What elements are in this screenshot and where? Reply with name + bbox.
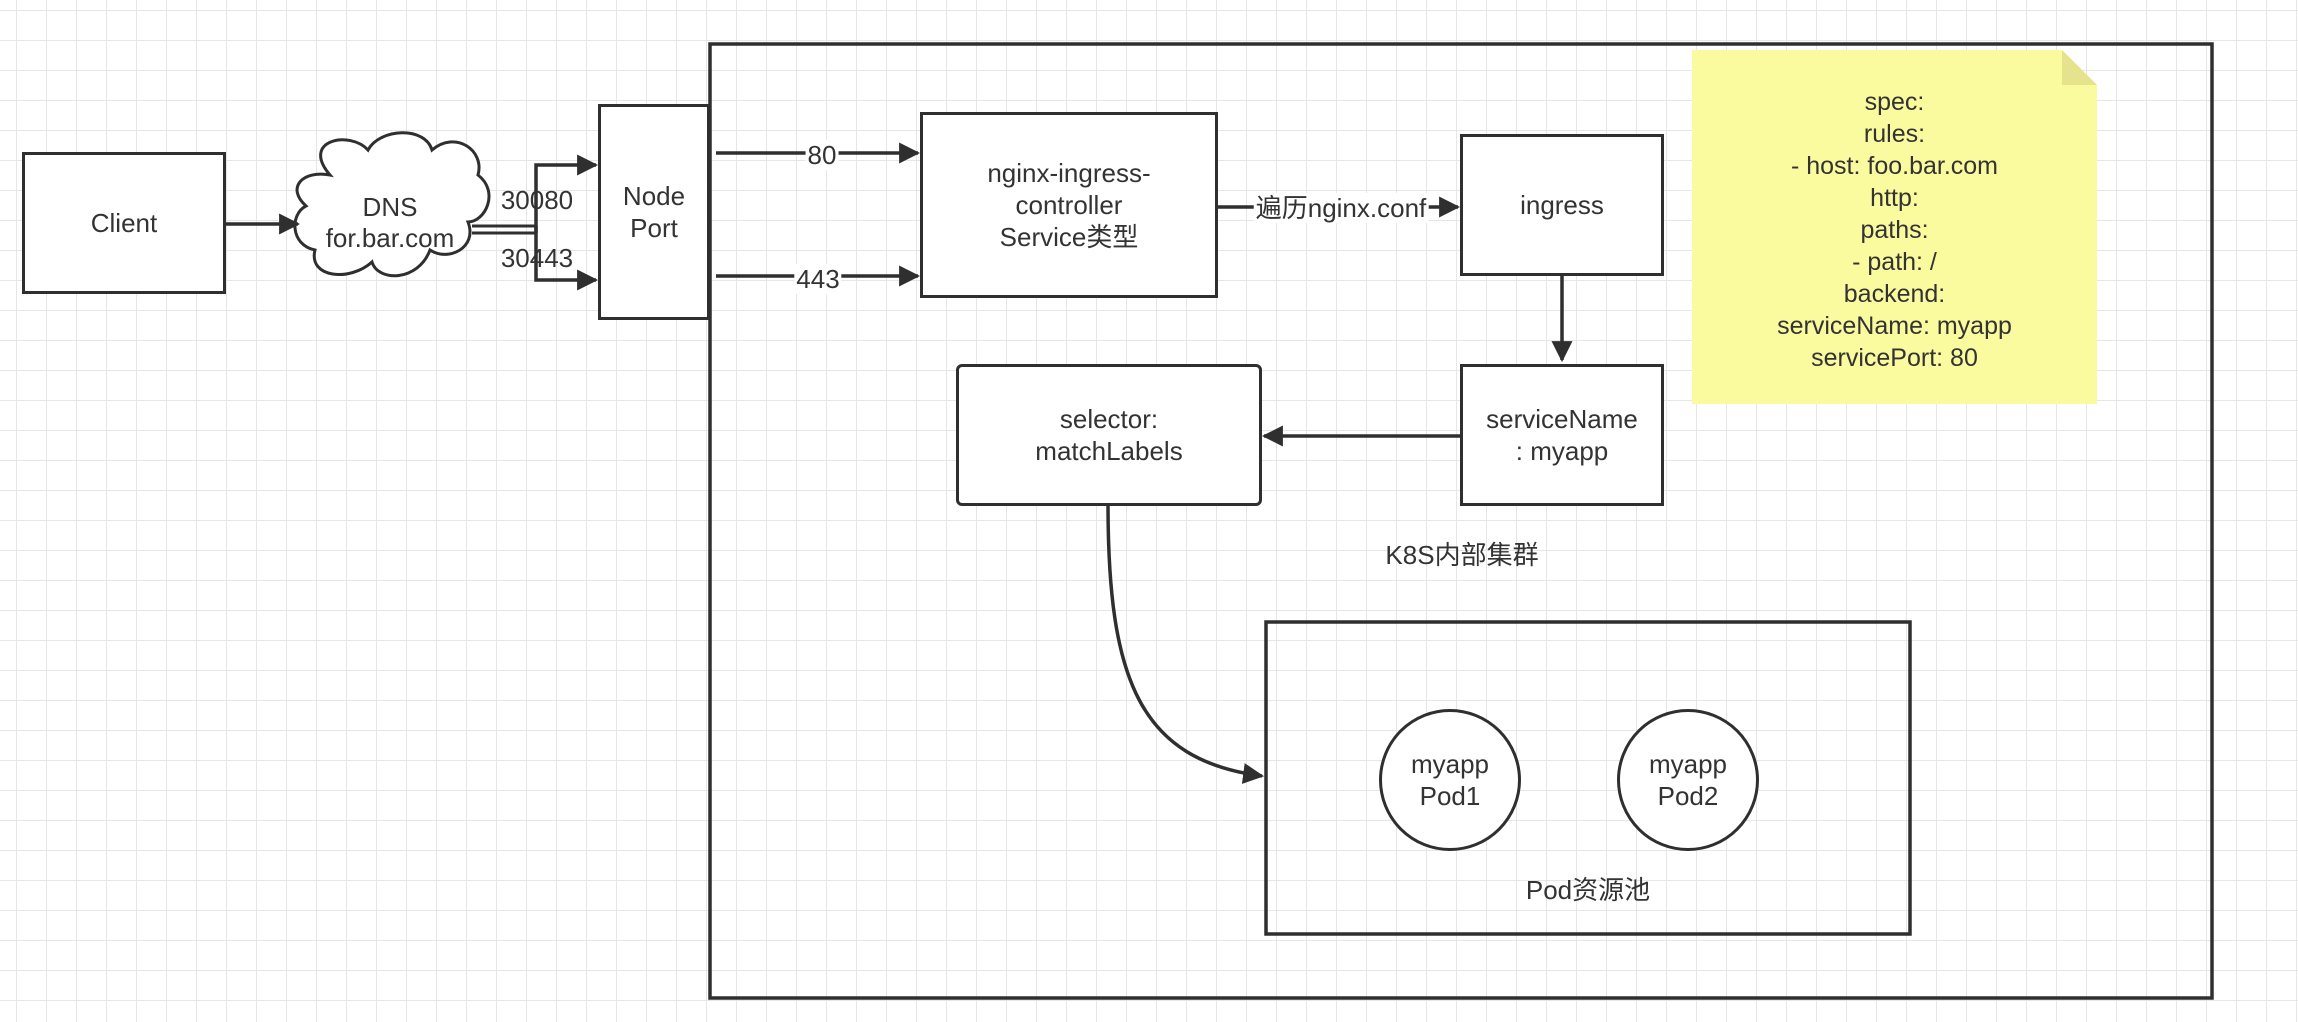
- pod-label-line1: myapp: [1410, 749, 1490, 779]
- client-label: Client: [90, 208, 158, 238]
- note-line: paths:: [1860, 216, 1929, 244]
- note-line: servicePort: 80: [1811, 344, 1978, 372]
- controller-label-line3: Service类型: [999, 222, 1139, 252]
- edge-selector-podpool: [1106, 503, 1265, 784]
- dns-domain-label: for.bar.com: [325, 223, 455, 253]
- service-name-label-line2: : myapp: [1515, 436, 1609, 466]
- port-30080-label: 30080: [500, 185, 574, 215]
- note-line: - host: foo.bar.com: [1790, 152, 1999, 180]
- dns-label: DNS: [362, 192, 418, 222]
- client-node[interactable]: Client: [22, 152, 226, 294]
- controller-label-line2: controller: [1015, 190, 1123, 220]
- selector-label-line1: selector:: [1059, 404, 1159, 434]
- selector-node[interactable]: selector: matchLabels: [956, 364, 1262, 506]
- nodeport-label-line1: Node: [622, 181, 686, 211]
- ingress-controller-node[interactable]: nginx-ingress- controller Service类型: [920, 112, 1218, 298]
- port-443-label: 443: [794, 264, 842, 294]
- service-name-label-line1: serviceName: [1486, 404, 1638, 434]
- nodeport-label-line2: Port: [630, 213, 678, 243]
- service-name-node[interactable]: serviceName : myapp: [1460, 364, 1664, 506]
- nodeport-node[interactable]: Node Port: [598, 104, 710, 320]
- note-line: - path: /: [1852, 248, 1937, 276]
- pod-node[interactable]: myapp Pod1: [1379, 709, 1521, 851]
- ingress-node[interactable]: ingress: [1460, 134, 1664, 276]
- pod-label-line2: Pod1: [1419, 781, 1481, 811]
- note-line: serviceName: myapp: [1777, 312, 2012, 340]
- controller-label-line1: nginx-ingress-: [987, 158, 1151, 188]
- port-30443-label: 30443: [500, 243, 574, 273]
- cluster-label: K8S内部集群: [1385, 540, 1539, 570]
- ingress-label: ingress: [1520, 190, 1604, 220]
- pod-node[interactable]: myapp Pod2: [1617, 709, 1759, 851]
- pod-pool-label: Pod资源池: [1525, 875, 1651, 905]
- yaml-note[interactable]: [1692, 50, 2097, 404]
- port-80-label: 80: [805, 140, 839, 170]
- note-line: rules:: [1863, 120, 1926, 148]
- traverse-nginx-conf-label: 遍历nginx.conf: [1253, 193, 1429, 223]
- dns-node[interactable]: DNS for.bar.com: [300, 192, 480, 254]
- note-line: spec:: [1864, 88, 1925, 116]
- yaml-note-text: spec: rules: - host: foo.bar.com http: p…: [1692, 86, 2097, 374]
- selector-label-line2: matchLabels: [1035, 436, 1183, 466]
- note-fold-corner: [2062, 50, 2097, 85]
- pod-label-line1: myapp: [1648, 749, 1728, 779]
- note-line: backend:: [1843, 280, 1946, 308]
- pod-label-line2: Pod2: [1657, 781, 1719, 811]
- note-line: http:: [1870, 184, 1919, 212]
